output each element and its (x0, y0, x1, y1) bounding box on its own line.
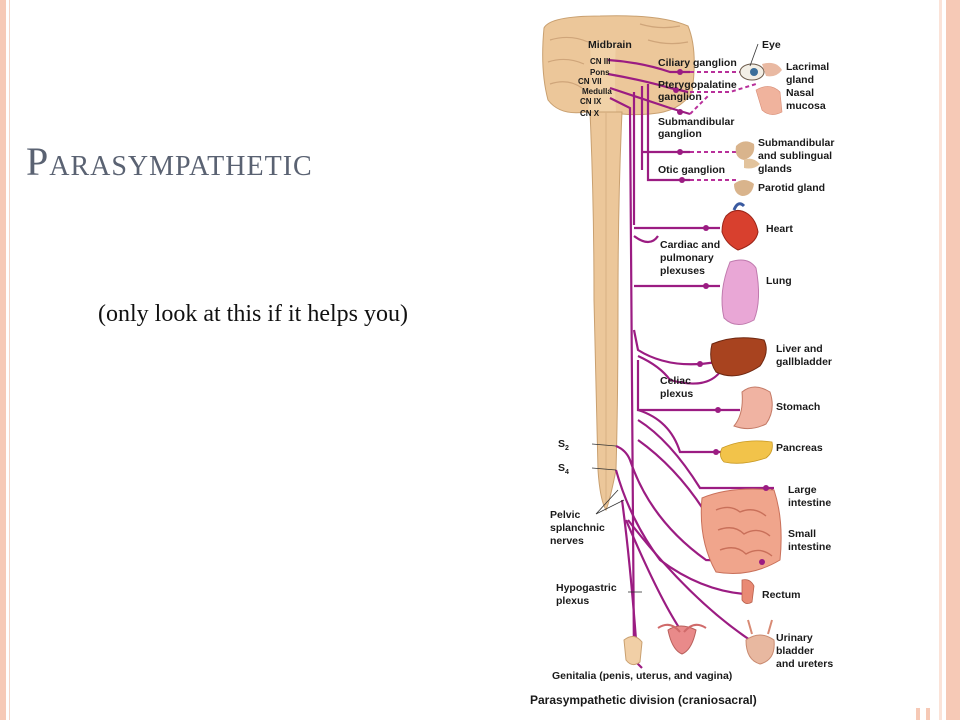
label-genitalia: Genitalia (penis, uterus, and vagina) (552, 670, 732, 682)
label-cn3: CN III (590, 57, 610, 66)
nasal-mucosa-icon (755, 86, 783, 115)
label-stomach: Stomach (776, 401, 820, 413)
slide-note: (only look at this if it helps you) (98, 301, 408, 327)
label-pons: Pons (590, 68, 610, 77)
label-submandibular-glands-2: and sublingual (758, 150, 832, 162)
label-pterygopalatine-1: Pterygopalatine (658, 79, 737, 91)
label-pelvic-3: nerves (550, 535, 584, 547)
label-submandibular-ganglion-1: Submandibular (658, 116, 734, 128)
liver-icon (710, 337, 767, 377)
label-pointers (591, 43, 759, 593)
right-border-line (939, 0, 942, 720)
label-cn9: CN IX (580, 97, 602, 106)
label-celiac-2: plexus (660, 388, 693, 400)
label-large-intestine-2: intestine (788, 497, 831, 509)
lung-icon (721, 259, 760, 325)
pancreas-icon (720, 440, 773, 464)
label-small-intestine-2: intestine (788, 541, 831, 553)
label-bladder-1: Urinary (776, 632, 813, 644)
diagram-caption: Parasympathetic division (craniosacral) (530, 693, 757, 707)
organs (623, 62, 783, 666)
label-cn7: CN VII (578, 77, 602, 86)
label-ciliary-ganglion: Ciliary ganglion (658, 57, 737, 69)
right-border-decoration (946, 0, 960, 720)
urinary-bladder-icon (745, 634, 775, 665)
label-cardiac-2: pulmonary (660, 252, 714, 264)
brain-illustration (542, 15, 695, 117)
label-medulla: Medulla (582, 87, 612, 96)
lacrimal-gland-icon (762, 62, 782, 77)
label-nasal-1: Nasal (786, 87, 814, 99)
slide-title: Parasympathetic (26, 139, 313, 184)
label-midbrain: Midbrain (588, 39, 632, 51)
label-lung: Lung (766, 275, 792, 287)
label-eye: Eye (762, 39, 781, 51)
submandibular-gland-icon (735, 141, 755, 160)
label-nasal-2: mucosa (786, 100, 826, 112)
label-cardiac-3: plexuses (660, 265, 705, 277)
label-heart: Heart (766, 223, 793, 235)
parasympathetic-diagram: Midbrain CN III Pons CN VII Medulla CN I… (530, 15, 834, 707)
label-rectum: Rectum (762, 589, 801, 601)
penis-icon (623, 636, 643, 666)
parotid-gland-icon (734, 180, 754, 196)
label-cardiac-1: Cardiac and (660, 239, 720, 251)
label-bladder-2: bladder (776, 645, 814, 657)
label-large-intestine-1: Large (788, 484, 817, 496)
label-parotid-gland: Parotid gland (758, 182, 825, 194)
label-otic-ganglion: Otic ganglion (658, 164, 725, 176)
label-liver-1: Liver and (776, 343, 823, 355)
label-liver-2: gallbladder (776, 356, 832, 368)
label-lacrimal-1: Lacrimal (786, 61, 829, 73)
left-border-decoration (0, 0, 6, 720)
label-celiac-1: Celiac (660, 375, 691, 387)
rectum-icon (741, 579, 755, 604)
label-pelvic-2: splanchnic (550, 522, 605, 534)
label-small-intestine-1: Small (788, 528, 816, 540)
cranial-nerves (607, 58, 757, 669)
label-pelvic-1: Pelvic (550, 509, 581, 521)
corner-marks-decoration (916, 708, 942, 720)
label-hypogastric-2: plexus (556, 595, 589, 607)
left-border-line (9, 0, 10, 720)
pelvic-nerves (614, 444, 776, 641)
stomach-icon (733, 386, 773, 430)
label-lacrimal-2: gland (786, 74, 814, 86)
label-cn10: CN X (580, 109, 600, 118)
heart-icon (721, 210, 759, 251)
label-hypogastric-1: Hypogastric (556, 582, 617, 594)
label-pancreas: Pancreas (776, 442, 823, 454)
uterus-icon (667, 625, 697, 655)
label-submandibular-glands-1: Submandibular (758, 137, 834, 149)
label-bladder-3: and ureters (776, 658, 833, 670)
label-pterygopalatine-2: ganglion (658, 91, 702, 103)
label-submandibular-glands-3: glands (758, 163, 792, 175)
ganglion-markers (673, 69, 769, 565)
label-submandibular-ganglion-2: ganglion (658, 128, 702, 140)
label-s2: S2 (558, 438, 569, 452)
label-s4: S4 (558, 462, 569, 476)
